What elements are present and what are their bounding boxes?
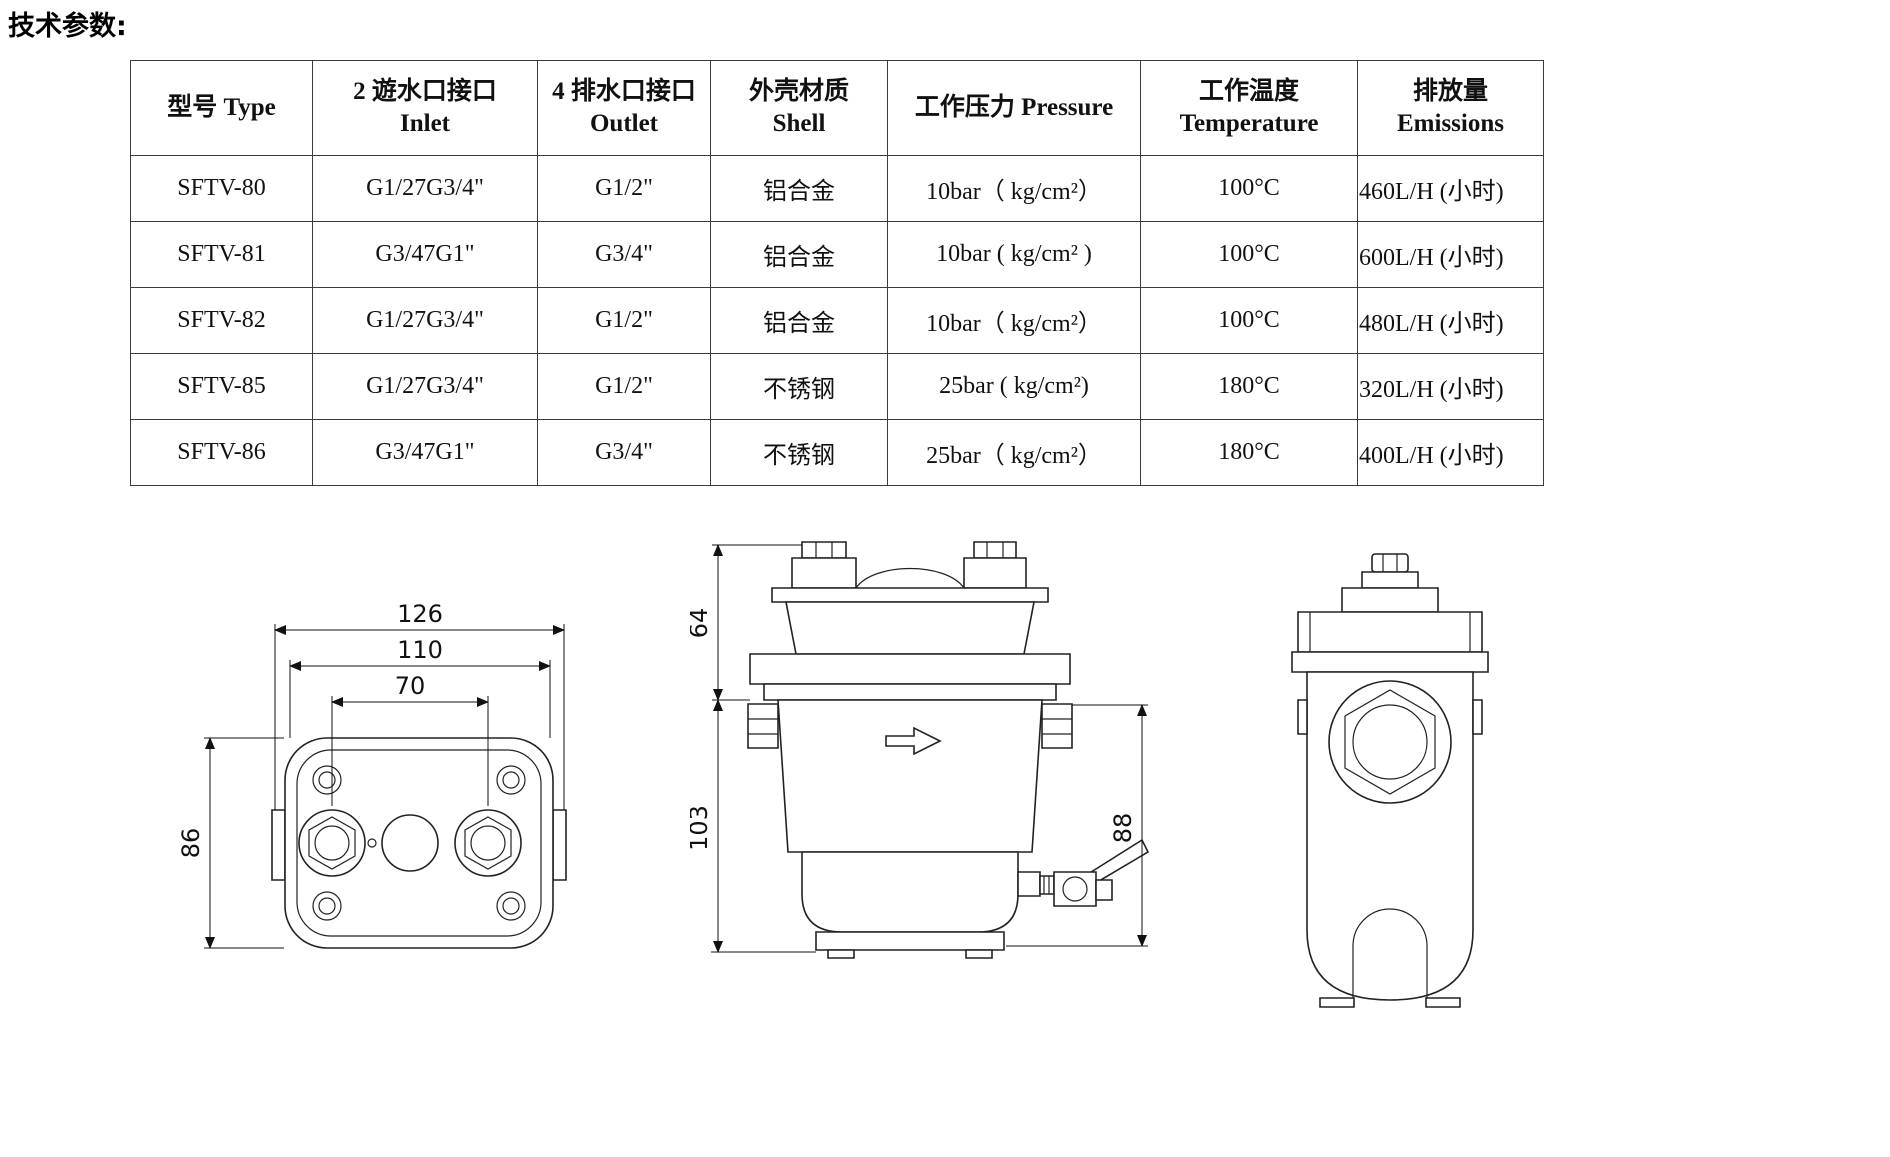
top-bolts-and-caps (792, 542, 1026, 588)
dim-label-70: 70 (395, 672, 426, 700)
cell-inlet: G3/47G1" (312, 419, 538, 486)
left-hex-plug (299, 810, 376, 876)
cell-outlet: G3/4" (537, 419, 711, 486)
cell-type: SFTV-80 (130, 155, 313, 222)
valve-front-body (272, 738, 566, 948)
cell-inlet: G1/27G3/4" (312, 353, 538, 420)
table-row: SFTV-81 G3/47G1" G3/4" 铝合金 10bar ( kg/cm… (130, 221, 1544, 288)
dim-label-126: 126 (397, 600, 443, 628)
header-shell: 外壳材质 Shell (710, 60, 888, 156)
dim-label-110: 110 (397, 636, 443, 664)
steam-trap-end-body (1292, 554, 1488, 1007)
dim-label-103: 103 (690, 805, 713, 851)
dimension-126: 126 (274, 600, 565, 810)
cell-type: SFTV-82 (130, 287, 313, 354)
cell-type: SFTV-81 (130, 221, 313, 288)
dimension-103: 103 (690, 699, 816, 953)
header-temperature: 工作温度 Temperature (1140, 60, 1358, 156)
cell-inlet: G3/47G1" (312, 221, 538, 288)
cell-temperature: 180°C (1140, 353, 1358, 420)
top-bolt (1342, 554, 1438, 612)
header-pressure: 工作压力 Pressure (887, 60, 1141, 156)
cell-shell: 铝合金 (710, 287, 888, 354)
cell-pressure: 25bar ( kg/cm²) (887, 353, 1141, 420)
cell-shell: 铝合金 (710, 221, 888, 288)
drain-valve-assembly (1018, 840, 1148, 906)
header-emissions: 排放量 Emissions (1357, 60, 1544, 156)
cell-pressure: 10bar ( kg/cm² ) (887, 221, 1141, 288)
cell-emissions: 600L/H (小时) (1357, 221, 1544, 288)
right-hex-plug (455, 810, 521, 876)
cell-pressure: 10bar（ kg/cm²） (887, 155, 1141, 222)
header-outlet: 4 排水口接口 Outlet (537, 60, 711, 156)
cell-type: SFTV-85 (130, 353, 313, 420)
cell-shell: 不锈钢 (710, 419, 888, 486)
cell-outlet: G1/2" (537, 353, 711, 420)
cell-outlet: G1/2" (537, 287, 711, 354)
dimension-110: 110 (289, 636, 551, 738)
dim-label-64: 64 (690, 608, 713, 639)
cell-pressure: 10bar（ kg/cm²） (887, 287, 1141, 354)
front-view-drawing: 126 110 70 86 (180, 600, 580, 949)
table-row: SFTV-80 G1/27G3/4" G1/2" 铝合金 10bar（ kg/c… (130, 155, 1544, 222)
bottom-outlet-arch (1320, 909, 1460, 1007)
cell-emissions: 460L/H (小时) (1357, 155, 1544, 222)
dimension-86: 86 (180, 737, 284, 949)
dimension-70: 70 (331, 672, 489, 806)
side-hex-connectors (748, 704, 1072, 748)
cell-outlet: G3/4" (537, 221, 711, 288)
front-hex-nut (1329, 681, 1451, 803)
cell-emissions: 320L/H (小时) (1357, 353, 1544, 420)
cell-outlet: G1/2" (537, 155, 711, 222)
center-port (382, 815, 438, 871)
dimension-88: 88 (1006, 704, 1148, 947)
steam-trap-side-body (748, 542, 1148, 958)
cell-temperature: 180°C (1140, 419, 1358, 486)
cell-temperature: 100°C (1140, 221, 1358, 288)
side-view-drawing: 64 103 88 (690, 538, 1170, 1013)
cell-shell: 不锈钢 (710, 353, 888, 420)
dim-label-88: 88 (1109, 813, 1137, 844)
page-title: 技术参数: (8, 11, 127, 42)
header-inlet: 2 遊水口接口 Inlet (312, 60, 538, 156)
spec-table: 型号 Type 2 遊水口接口 Inlet 4 排水口接口 Outlet 外壳材… (130, 60, 1544, 486)
cell-shell: 铝合金 (710, 155, 888, 222)
cell-temperature: 100°C (1140, 287, 1358, 354)
cell-temperature: 100°C (1140, 155, 1358, 222)
table-row: SFTV-82 G1/27G3/4" G1/2" 铝合金 10bar（ kg/c… (130, 287, 1544, 354)
dim-label-86: 86 (180, 828, 205, 859)
table-row: SFTV-86 G3/47G1" G3/4" 不锈钢 25bar（ kg/cm²… (130, 419, 1544, 486)
end-view-drawing (1265, 550, 1510, 1015)
cell-inlet: G1/27G3/4" (312, 155, 538, 222)
header-row: 型号 Type 2 遊水口接口 Inlet 4 排水口接口 Outlet 外壳材… (130, 60, 1544, 156)
flow-direction-arrow (886, 728, 940, 754)
cell-inlet: G1/27G3/4" (312, 287, 538, 354)
cell-type: SFTV-86 (130, 419, 313, 486)
cell-emissions: 480L/H (小时) (1357, 287, 1544, 354)
corner-bolt-holes (313, 766, 525, 920)
table-row: SFTV-85 G1/27G3/4" G1/2" 不锈钢 25bar ( kg/… (130, 353, 1544, 420)
dimension-64: 64 (690, 544, 802, 701)
cell-pressure: 25bar（ kg/cm²） (887, 419, 1141, 486)
header-type: 型号 Type (130, 60, 313, 156)
cell-emissions: 400L/H (小时) (1357, 419, 1544, 486)
